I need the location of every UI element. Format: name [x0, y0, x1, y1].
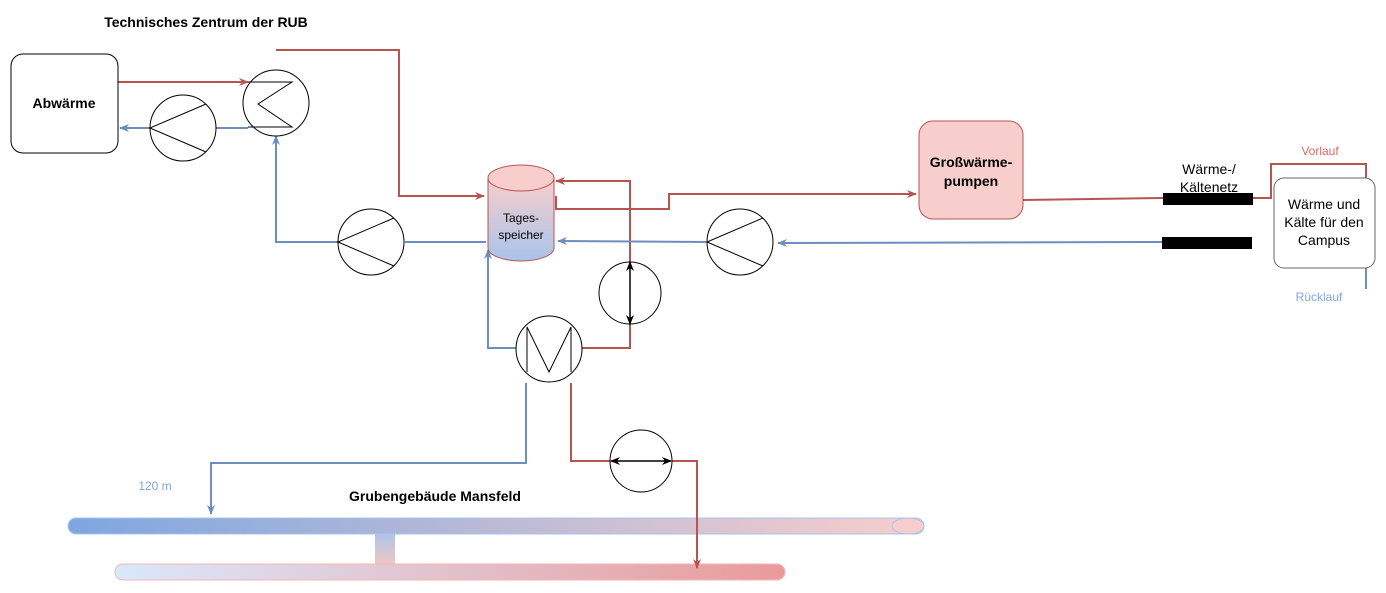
cold-line-netz-to-pump3 — [777, 238, 1163, 247]
hot-line-hx-to-speicher — [276, 49, 485, 200]
netz-label-line1: Wärme-/ — [1182, 161, 1236, 177]
vorlauf-label: Vorlauf — [1301, 144, 1339, 158]
campus-label-line2: Kälte für den — [1284, 214, 1363, 230]
hot-lines — [118, 49, 1367, 569]
heat-exchanger-icon — [242, 69, 310, 137]
grosswaerme-label-line1: Großwärme- — [930, 154, 1013, 170]
cold-line-mine-hx-to-mine — [207, 383, 527, 515]
campus-label-line3: Campus — [1298, 232, 1350, 248]
valve-horizontal-icon — [609, 429, 673, 493]
netz-node: Wärme-/ Kältenetz — [1162, 161, 1253, 249]
pump-icon — [705, 208, 774, 276]
mine-pipes — [67, 517, 925, 581]
mine-vertical-connector — [375, 532, 395, 566]
netz-label-line2: Kältenetz — [1180, 179, 1238, 195]
campus-label-line1: Wärme und — [1288, 196, 1360, 212]
speicher-label-line1: Tages- — [503, 211, 539, 225]
heat-exchanger-icon — [515, 315, 583, 383]
hot-line-speicher-to-hp — [555, 190, 917, 210]
valve-vertical-icon — [598, 261, 662, 325]
pump-icon — [336, 208, 405, 276]
storage-cylinder-icon — [487, 177, 555, 262]
cold-line-speicher-to-hx — [276, 136, 486, 243]
netz-bar-supply — [1163, 193, 1253, 205]
speicher-label-line2: speicher — [498, 228, 543, 242]
grosswaerme-label-line2: pumpen — [944, 173, 998, 189]
mine-upper-gallery — [67, 517, 925, 535]
grosswaermepumpen-box — [918, 120, 1024, 220]
abwaerme-label: Abwärme — [32, 95, 95, 111]
ruecklauf-label: Rücklauf — [1296, 290, 1343, 304]
campus-node: Wärme und Kälte für den Campus — [1273, 177, 1376, 269]
abwaerme-node: Abwärme — [10, 53, 119, 154]
title-technisches-zentrum: Technisches Zentrum der RUB — [104, 14, 308, 30]
mine-upper-gallery-end — [891, 517, 925, 535]
grosswaermepumpen-node: Großwärme- pumpen — [918, 120, 1024, 220]
mine-lower-gallery — [114, 563, 786, 581]
depth-label: 120 m — [138, 479, 171, 493]
tagesspeicher-node: Tages- speicher — [487, 164, 555, 262]
cold-line-mine-hx-to-speicher — [484, 249, 516, 349]
hot-line-hp-to-netz — [1022, 197, 1164, 201]
pump-icon — [148, 94, 217, 162]
abwaerme-box — [10, 53, 119, 154]
mine-title: Grubengebäude Mansfeld — [349, 488, 521, 504]
campus-box — [1273, 177, 1376, 269]
netz-bar-return — [1162, 237, 1252, 249]
cold-lines — [119, 124, 1367, 515]
cold-line-pump3-to-speicher — [557, 237, 707, 246]
